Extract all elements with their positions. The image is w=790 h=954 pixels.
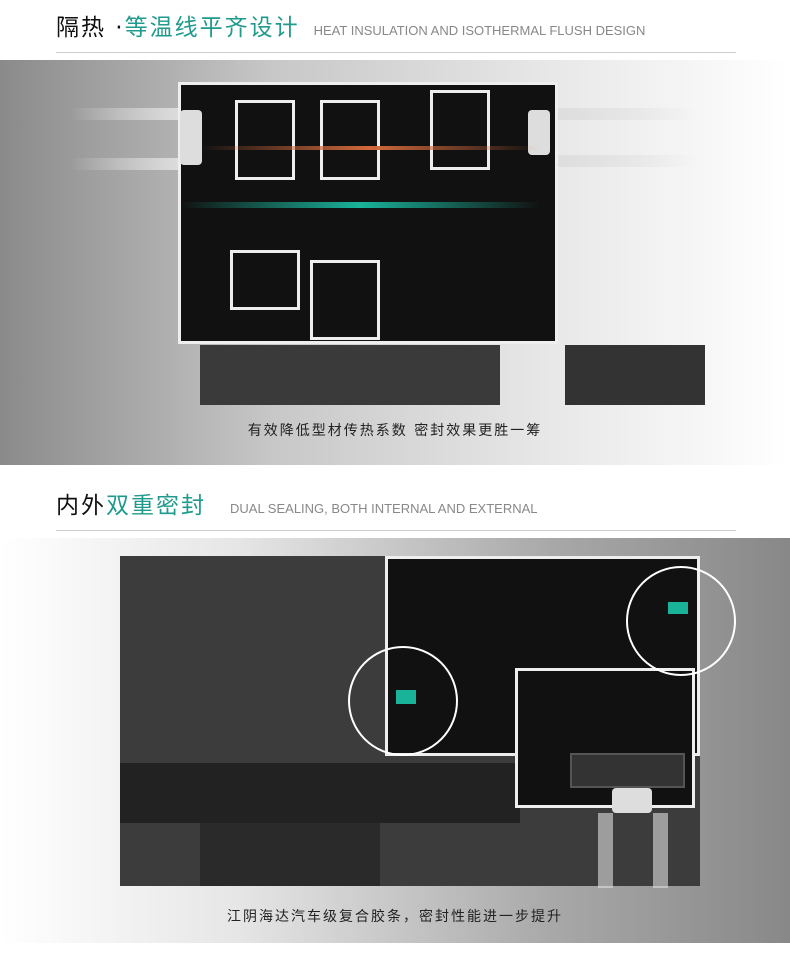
glass-edge xyxy=(550,108,700,120)
section1-subtitle: HEAT INSULATION AND ISOTHERMAL FLUSH DES… xyxy=(313,23,646,38)
outer-seal-gasket xyxy=(668,602,688,614)
frame-post xyxy=(200,823,380,886)
heat-insulation-illustration: 有效降低型材传热系数 密封效果更胜一筹 xyxy=(0,60,790,465)
gasket xyxy=(528,110,550,155)
profile-cavity xyxy=(310,260,380,340)
frame-body xyxy=(200,345,500,405)
section2-header: 内外 双重密封 DUAL SEALING, BOTH INTERNAL AND … xyxy=(56,486,538,520)
section2-title-black: 内外 xyxy=(56,493,106,519)
sash-frame xyxy=(565,345,705,405)
gasket xyxy=(180,110,202,165)
section1-title-black: 隔热 · xyxy=(56,15,125,41)
foam-insulation xyxy=(570,753,685,788)
profile-cavity xyxy=(320,100,380,180)
inner-seal-gasket xyxy=(396,690,416,704)
profile-cavity xyxy=(235,100,295,180)
glass-gasket xyxy=(612,788,652,813)
outer-seal-highlight xyxy=(626,566,736,676)
glass-edge xyxy=(598,813,613,888)
profile-cavity xyxy=(230,250,300,310)
isotherm-cold-line xyxy=(180,202,540,208)
sill xyxy=(120,763,520,823)
profile-cavity xyxy=(430,90,490,170)
isotherm-hot-line xyxy=(200,146,540,150)
glass-edge xyxy=(550,155,700,167)
section1-header: 隔热 · 等温线平齐设计 HEAT INSULATION AND ISOTHER… xyxy=(56,8,645,42)
section2-caption: 江阴海达汽车级复合胶条，密封性能进一步提升 xyxy=(227,909,563,925)
glass-edge xyxy=(653,813,668,888)
divider xyxy=(56,52,736,53)
glass-edge xyxy=(70,158,180,170)
section1-caption: 有效降低型材传热系数 密封效果更胜一筹 xyxy=(247,423,543,439)
inner-seal-highlight xyxy=(348,646,458,756)
glass-edge xyxy=(70,108,180,120)
section2-title-accent: 双重密封 xyxy=(106,493,206,519)
divider xyxy=(56,530,736,531)
section2-subtitle: DUAL SEALING, BOTH INTERNAL AND EXTERNAL xyxy=(230,501,538,516)
section1-title-accent: 等温线平齐设计 xyxy=(124,15,300,41)
dual-sealing-illustration: 江阴海达汽车级复合胶条，密封性能进一步提升 xyxy=(0,538,790,943)
